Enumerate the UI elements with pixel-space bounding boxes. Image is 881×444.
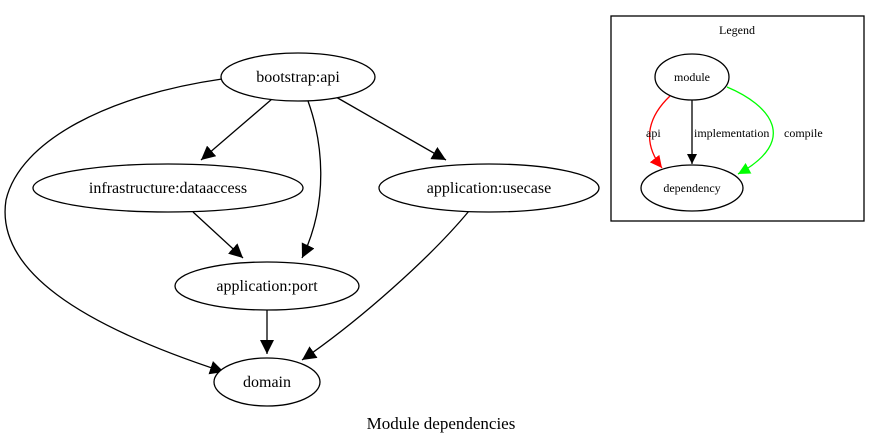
legend: Legend api implementation compile module… — [610, 15, 865, 222]
legend-edge-compile — [726, 86, 774, 175]
node-infrastructure-dataaccess-label: infrastructure:dataaccess — [89, 180, 247, 197]
node-bootstrap-api: bootstrap:api — [220, 52, 376, 102]
node-bootstrap-api-label: bootstrap:api — [256, 69, 340, 86]
node-infrastructure-dataaccess: infrastructure:dataaccess — [32, 163, 304, 213]
legend-compile-label: compile — [784, 126, 823, 140]
node-domain: domain — [213, 357, 321, 407]
node-application-port-label: application:port — [216, 278, 318, 295]
legend-implementation-label: implementation — [694, 126, 769, 140]
legend-node-dependency: dependency — [640, 164, 744, 212]
legend-title: Legend — [719, 23, 755, 37]
legend-edge-api — [648, 95, 671, 169]
node-domain-label: domain — [243, 374, 291, 391]
node-application-usecase-label: application:usecase — [427, 180, 551, 197]
node-application-usecase: application:usecase — [378, 163, 600, 213]
graph-nodes: bootstrap:api infrastructure:dataaccess … — [32, 52, 600, 407]
edge-usecase-to-domain — [301, 210, 470, 361]
diagram-caption: Module dependencies — [367, 414, 516, 433]
legend-api-label: api — [646, 126, 661, 140]
legend-dependency-label: dependency — [663, 181, 720, 195]
edge-bootstrap-to-dataaccess — [200, 98, 273, 161]
edge-bootstrap-to-domain — [4, 78, 225, 375]
edge-bootstrap-to-usecase — [335, 96, 447, 161]
legend-node-module: module — [654, 53, 730, 101]
node-application-port: application:port — [174, 261, 360, 311]
edge-dataaccess-to-port — [192, 211, 244, 259]
edge-bootstrap-to-port — [301, 100, 322, 259]
legend-module-label: module — [674, 70, 710, 84]
graph-edges — [4, 78, 470, 375]
